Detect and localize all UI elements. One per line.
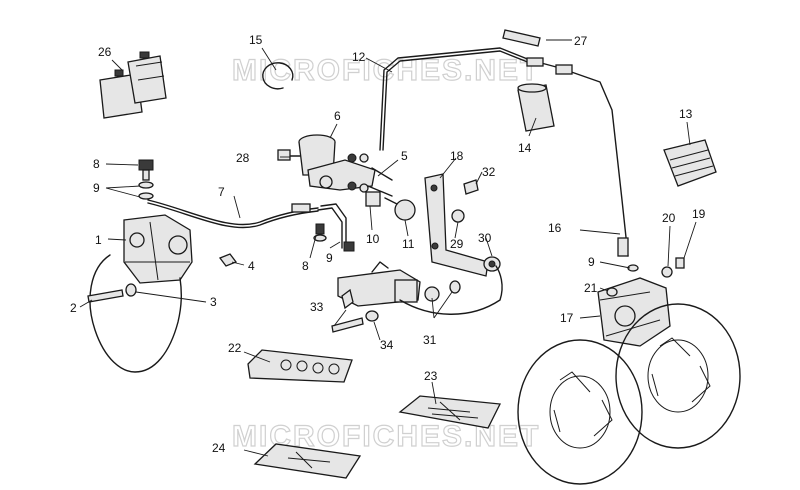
callout-30: 30 <box>478 231 492 245</box>
callout-12: 12 <box>352 50 366 64</box>
callout-10: 10 <box>366 232 380 246</box>
callout-8-top: 8 <box>93 157 100 171</box>
caliper-fasteners <box>87 253 238 303</box>
master-cylinder <box>277 134 376 191</box>
callout-20: 20 <box>662 211 676 225</box>
callout-34: 34 <box>380 338 394 352</box>
callout-21: 21 <box>584 281 598 295</box>
callout-5: 5 <box>401 149 408 163</box>
callout-33: 33 <box>310 300 324 314</box>
watermark-top: MICROFICHES.NET <box>232 54 540 87</box>
rear-master-cylinder <box>337 261 503 315</box>
sleeve-27 <box>502 29 541 47</box>
callout-labels: 26 15 12 27 14 13 8 9 7 28 6 5 1 4 2 3 8… <box>70 33 706 455</box>
callout-23: 23 <box>424 369 438 383</box>
callout-32: 32 <box>482 165 496 179</box>
callout-31: 31 <box>423 333 437 347</box>
front-caliper <box>123 214 193 284</box>
callout-2: 2 <box>70 301 77 315</box>
callout-9-left: 9 <box>93 181 100 195</box>
spacer-tube <box>517 83 555 132</box>
callout-28: 28 <box>236 151 250 165</box>
callout-6: 6 <box>334 109 341 123</box>
callout-17: 17 <box>560 311 574 325</box>
callout-27: 27 <box>574 34 588 48</box>
callout-29: 29 <box>450 237 464 251</box>
clip-ring <box>262 62 294 90</box>
callout-9-mid: 9 <box>326 251 333 265</box>
seal-kit-24 <box>253 443 362 479</box>
callout-13: 13 <box>679 107 693 121</box>
callout-1: 1 <box>95 233 102 247</box>
callout-18: 18 <box>450 149 464 163</box>
hose-fittings-5 <box>347 153 393 197</box>
callout-3: 3 <box>210 295 217 309</box>
leader-lines <box>79 39 697 457</box>
rear-caliper-fasteners <box>606 257 685 297</box>
callout-24: 24 <box>212 441 226 455</box>
front-brake-hose <box>147 199 347 249</box>
callout-15: 15 <box>249 33 263 47</box>
callout-8-bottom: 8 <box>302 259 309 273</box>
callout-22: 22 <box>228 341 242 355</box>
callout-9-right: 9 <box>588 255 595 269</box>
callout-16: 16 <box>548 221 562 235</box>
stop-switch <box>384 197 416 221</box>
fitting-10 <box>365 191 381 207</box>
callout-14: 14 <box>518 141 532 155</box>
mounting-bracket <box>424 173 489 277</box>
brake-pads <box>99 51 167 119</box>
callout-11: 11 <box>402 237 415 251</box>
callout-4: 4 <box>248 259 255 273</box>
callout-19: 19 <box>692 207 706 221</box>
seal-kit-22 <box>247 349 353 383</box>
bracket-fasteners <box>451 179 501 272</box>
rear-brake-disc <box>517 303 741 485</box>
bolts-washers-left <box>138 159 355 252</box>
callout-7: 7 <box>218 185 225 199</box>
callout-26: 26 <box>98 45 112 59</box>
rear-fasteners <box>331 310 379 333</box>
brake-line-long <box>379 47 629 257</box>
hose-guide <box>663 139 717 187</box>
seal-kit-23 <box>398 395 502 429</box>
